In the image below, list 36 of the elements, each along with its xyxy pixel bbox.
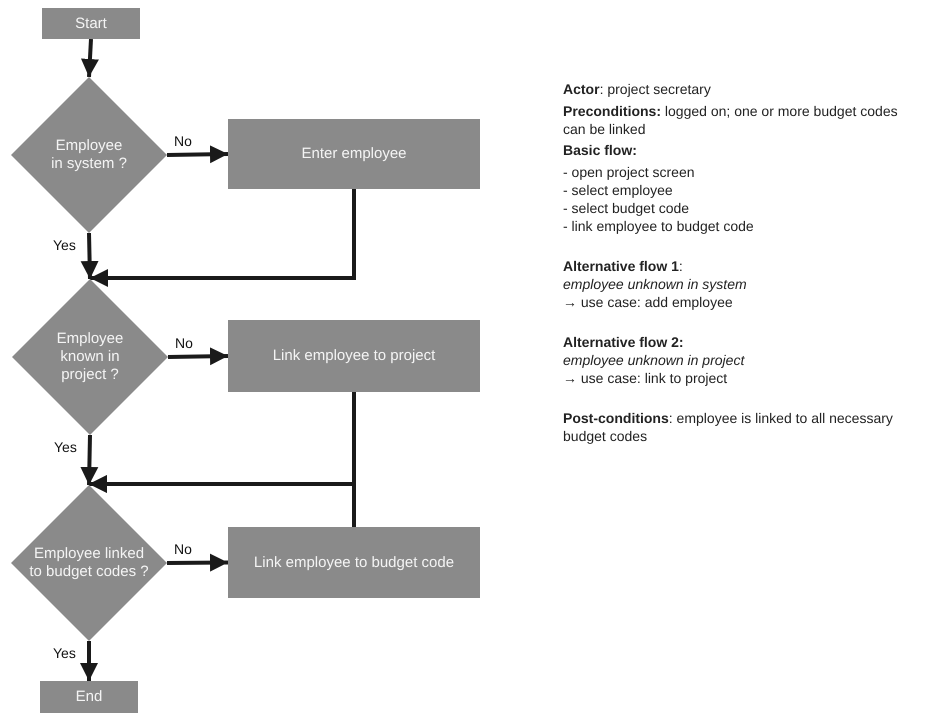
note-text: - select employee	[563, 181, 674, 199]
arrow	[80, 434, 98, 486]
section-heading: Alternative flow 2:	[563, 333, 685, 351]
note-text: → use case: add employee	[563, 293, 734, 311]
arrow	[166, 554, 228, 572]
edge-label: Yes	[53, 439, 78, 455]
edge-label: Yes	[52, 237, 77, 253]
edge-label: No	[173, 541, 193, 557]
decision-diamond: Employee known in project ?	[12, 279, 168, 435]
arrow	[166, 145, 228, 164]
note-text: Actor: project secretary	[563, 80, 712, 98]
note-text: - select budget code	[563, 199, 690, 217]
edge-label: No	[173, 133, 193, 149]
note-text: - link employee to budget code	[563, 217, 755, 235]
note-text: Alternative flow 1:	[563, 257, 684, 275]
process-box: Link employee to budget code	[228, 527, 480, 598]
decision-diamond: Employee linked to budget codes ?	[11, 485, 167, 641]
note-text: → use case: link to project	[563, 369, 728, 387]
arrow	[80, 641, 98, 681]
note-text: employee unknown in project	[563, 351, 746, 369]
edge-label: No	[174, 335, 194, 351]
note-text: employee unknown in system	[563, 275, 748, 293]
edge-label: Yes	[52, 645, 77, 661]
note-text: Preconditions: logged on; one or more budget codes can be linked	[563, 102, 899, 138]
process-box: Link employee to project	[228, 320, 480, 392]
arrow	[80, 232, 99, 280]
note-text: - open project screen	[563, 163, 696, 181]
section-heading: Basic flow:	[563, 141, 638, 159]
note-text: Post-conditions: employee is linked to all necessary budget codes	[563, 409, 894, 445]
arrow	[80, 38, 99, 78]
decision-diamond: Employee in system ?	[11, 77, 167, 233]
arrow	[90, 189, 356, 287]
process-box: Enter employee	[228, 119, 480, 189]
terminal-box: End	[40, 681, 138, 713]
arrow	[168, 347, 228, 366]
terminal-box: Start	[42, 8, 140, 39]
